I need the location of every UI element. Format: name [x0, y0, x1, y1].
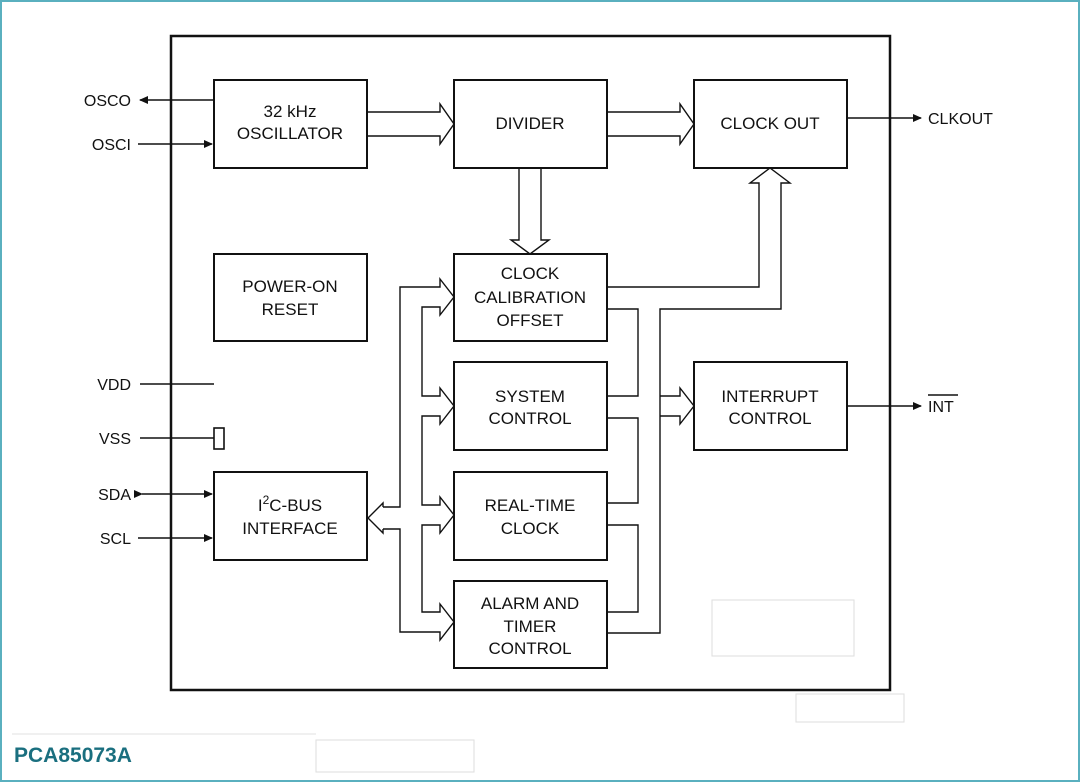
blank-box	[711, 599, 855, 657]
pin-clkout: CLKOUT	[928, 111, 993, 128]
i2c-bus-label-2: INTERFACE	[242, 519, 337, 538]
blank-box	[315, 739, 475, 773]
bus-tap-calibration	[607, 308, 639, 397]
clock-calibration-label-2: CALIBRATION	[474, 288, 586, 307]
real-time-clock-label-1: REAL-TIME	[485, 496, 576, 515]
i2c-superscript: 2	[263, 493, 270, 507]
interrupt-control-label-2: CONTROL	[728, 409, 811, 428]
power-on-reset-label-2: RESET	[262, 300, 319, 319]
bus-tap-system	[607, 417, 639, 504]
alarm-timer-label-2: TIMER	[504, 617, 557, 636]
blank-box	[795, 693, 905, 723]
pin-osco: OSCO	[84, 93, 131, 110]
pin-osci: OSCI	[92, 137, 131, 154]
bus-arrow-osc-divider	[367, 101, 455, 147]
system-control-block	[453, 361, 608, 451]
bus-tap-rtc	[607, 524, 639, 613]
pin-sda: SDA	[98, 487, 131, 504]
oscillator-label-1: 32 kHz	[264, 102, 317, 121]
chip-outline	[169, 34, 892, 692]
bus-arrow-divider-clockout	[607, 101, 695, 147]
pin-int: INT	[928, 399, 954, 416]
clock-out-label: CLOCK OUT	[720, 114, 819, 133]
i2c-bus-label-1: I2C-BUS	[258, 493, 322, 515]
i2c-cbus: C-BUS	[269, 496, 322, 515]
i2c-bus-interface-block	[213, 471, 368, 561]
alarm-timer-label-1: ALARM AND	[481, 594, 579, 613]
real-time-clock-label-2: CLOCK	[501, 519, 560, 538]
bus-i2c-outer	[383, 276, 455, 643]
clock-calibration-label-1: CLOCK	[501, 264, 560, 283]
oscillator-block	[213, 79, 368, 169]
bus-arrow-interrupt	[660, 385, 695, 427]
pin-vdd: VDD	[97, 377, 131, 394]
system-control-label-1: SYSTEM	[495, 387, 565, 406]
alarm-timer-label-3: CONTROL	[488, 639, 571, 658]
real-time-clock-block	[453, 471, 608, 561]
divider-block	[453, 79, 608, 169]
bus-arrow-calibration-clockout	[607, 167, 793, 634]
i2c-i: I	[258, 496, 263, 515]
oscillator-label-2: OSCILLATOR	[237, 124, 343, 143]
power-on-reset-label-1: POWER-ON	[242, 277, 337, 296]
bus-arrow-divider-calibration	[508, 168, 552, 255]
part-number: PCA85073A	[14, 744, 132, 767]
interrupt-control-label-1: INTERRUPT	[721, 387, 818, 406]
alarm-timer-control-block	[453, 580, 608, 669]
system-control-label-2: CONTROL	[488, 409, 571, 428]
clock-calibration-label-3: OFFSET	[496, 311, 563, 330]
pin-scl: SCL	[100, 531, 131, 548]
power-on-reset-block	[213, 253, 368, 342]
clock-out-block	[693, 79, 848, 169]
divider-label: DIVIDER	[496, 114, 565, 133]
interrupt-control-block	[693, 361, 848, 451]
pin-vss: VSS	[99, 431, 131, 448]
vss-terminal	[213, 427, 225, 450]
clock-calibration-block	[453, 253, 608, 342]
bus-i2c-arrowhead	[367, 501, 384, 535]
